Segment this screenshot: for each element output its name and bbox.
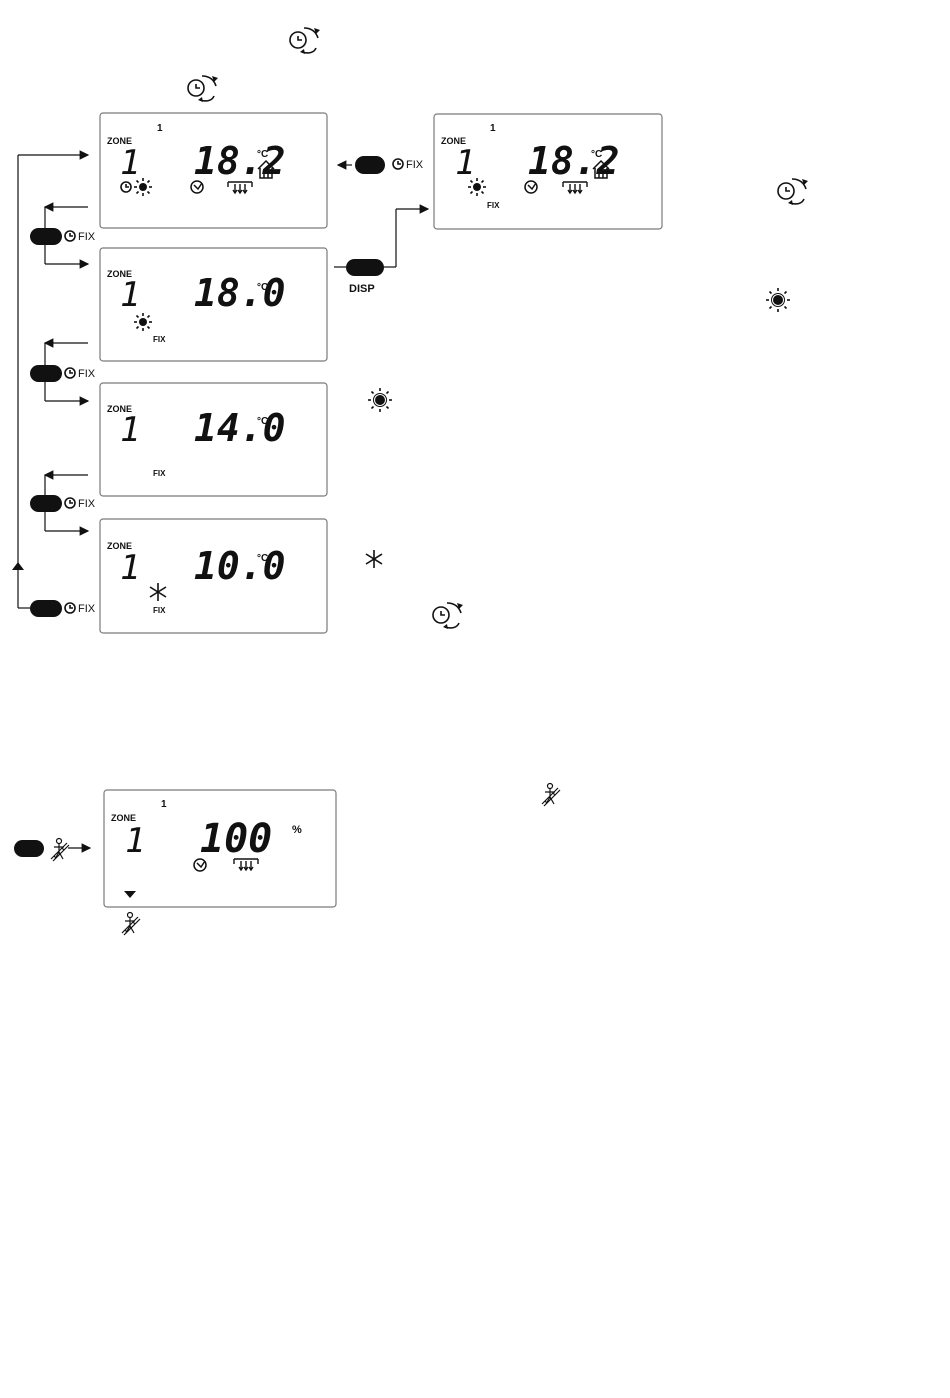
clock-cycle-icon bbox=[188, 76, 218, 102]
zone-number: 1 bbox=[120, 548, 140, 588]
sun-icon bbox=[134, 178, 152, 196]
clock-cycle-icon bbox=[778, 179, 808, 205]
sun-icon bbox=[368, 388, 392, 412]
lcd-screen-comfort: ZONE 1 18.0 °C FIX bbox=[100, 248, 327, 361]
lcd-screen-frost: ZONE 1 10.0 °C FIX bbox=[100, 519, 327, 633]
disp-button-label: DISP bbox=[349, 283, 375, 295]
fix-label: FIX bbox=[153, 606, 166, 615]
channel-number: 1 bbox=[161, 799, 167, 810]
lcd-screen-main: ZONE 1 1 18.2 °C bbox=[100, 113, 327, 228]
fix-button-label: FIX bbox=[78, 498, 96, 510]
temperature-value: 18.0 bbox=[194, 271, 286, 315]
fix-button-3[interactable]: FIX bbox=[30, 495, 96, 512]
temperature-value: 14.0 bbox=[194, 406, 286, 450]
unit-label: °C bbox=[257, 282, 268, 293]
fix-button-label: FIX bbox=[78, 603, 96, 615]
fix-button-1[interactable]: FIX bbox=[30, 228, 96, 245]
fix-label: FIX bbox=[487, 201, 500, 210]
fix-label: FIX bbox=[153, 335, 166, 344]
disp-button[interactable]: DISP bbox=[346, 259, 384, 295]
fix-button-copy[interactable]: FIX bbox=[355, 156, 424, 174]
unit-label: °C bbox=[257, 416, 268, 427]
lcd-screen-reduced: ZONE 1 14.0 °C FIX bbox=[100, 383, 327, 496]
unit-label: °C bbox=[591, 149, 602, 160]
clock-icon bbox=[65, 603, 75, 613]
unit-label: °C bbox=[257, 553, 268, 564]
moon-icon bbox=[367, 462, 378, 484]
fix-button-2[interactable]: FIX bbox=[30, 365, 96, 382]
unit-label: % bbox=[292, 824, 302, 836]
channel-number: 1 bbox=[157, 123, 163, 134]
snowflake-icon bbox=[366, 550, 382, 568]
temperature-value: 18.2 bbox=[528, 139, 620, 183]
zone-number: 1 bbox=[455, 143, 475, 183]
temperature-value: 10.0 bbox=[194, 544, 286, 588]
lcd-screen-valve: ZONE 1 1 100 % bbox=[104, 790, 336, 907]
fix-button-label: FIX bbox=[78, 368, 96, 380]
fix-button-label: FIX bbox=[406, 159, 424, 171]
fix-button-label: FIX bbox=[78, 231, 96, 243]
clock-cycle-icon bbox=[290, 28, 320, 54]
clock-icon bbox=[65, 498, 75, 508]
zone-number: 1 bbox=[120, 275, 140, 315]
fix-button-4[interactable]: FIX bbox=[30, 600, 96, 617]
chimney-sweep-icon bbox=[51, 839, 69, 862]
zone-number: 1 bbox=[125, 821, 145, 861]
channel-number: 1 bbox=[490, 123, 496, 134]
clock-icon bbox=[65, 231, 75, 241]
zone-number: 1 bbox=[120, 410, 140, 450]
fix-label: FIX bbox=[153, 469, 166, 478]
chimney-sweep-icon bbox=[122, 913, 140, 936]
valve-value: 100 bbox=[200, 816, 272, 862]
lcd-screen-copy: ZONE 1 1 18.2 °C FIX bbox=[434, 114, 662, 229]
sun-icon bbox=[766, 288, 790, 312]
sun-icon bbox=[468, 178, 486, 196]
zone-number: 1 bbox=[120, 143, 140, 183]
sweep-button[interactable] bbox=[14, 839, 69, 862]
sun-icon bbox=[134, 313, 152, 331]
clock-icon bbox=[393, 159, 403, 169]
unit-label: °C bbox=[257, 149, 268, 160]
clock-cycle-icon bbox=[433, 603, 463, 629]
clock-icon bbox=[65, 368, 75, 378]
chimney-sweep-icon bbox=[542, 784, 560, 807]
